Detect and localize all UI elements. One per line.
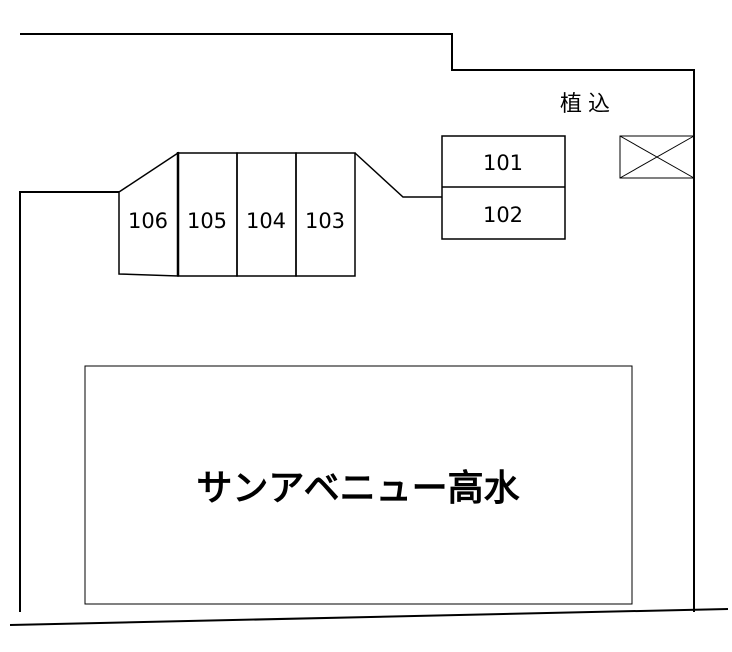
boundary-top-right <box>20 33 695 612</box>
parking-left-group <box>118 151 442 277</box>
slot-label-106: 106 <box>128 209 168 233</box>
road-edge-line <box>9 608 729 626</box>
slot-label-101: 101 <box>483 151 523 175</box>
slot-label-102: 102 <box>483 203 523 227</box>
planting-rect <box>619 135 695 179</box>
planting-cross-line <box>619 135 695 179</box>
planting-box <box>619 135 695 179</box>
parking-slot-103 <box>295 152 356 277</box>
site-boundary <box>9 33 729 626</box>
boundary-left <box>19 191 119 612</box>
building-name: サンアベニュー高水 <box>196 468 520 509</box>
slot-label-105: 105 <box>187 209 227 233</box>
building-outline <box>84 365 633 605</box>
parking-right-group <box>441 135 566 240</box>
parking-connector-line <box>354 152 442 198</box>
slot-label-104: 104 <box>246 209 286 233</box>
slot-label-103: 103 <box>305 209 345 233</box>
planting-label: 植込 <box>560 92 616 117</box>
